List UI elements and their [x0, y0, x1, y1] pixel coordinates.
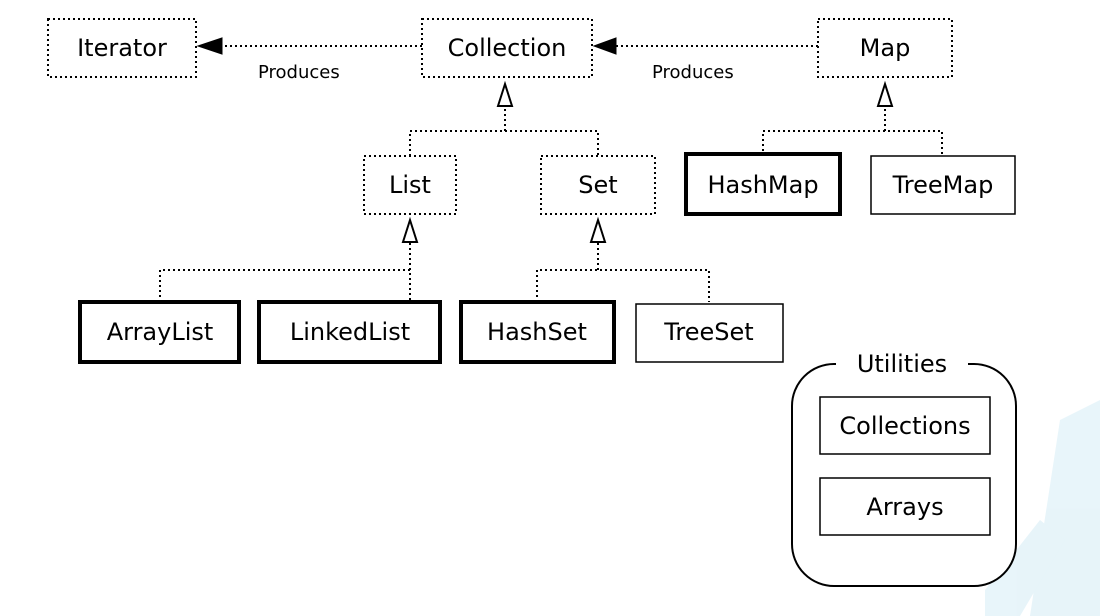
- linkedlist-label: LinkedList: [290, 318, 410, 346]
- map-inherit-arrow: [876, 80, 894, 107]
- iterator-label: Iterator: [77, 34, 167, 62]
- map-label: Map: [860, 34, 911, 62]
- list-node: List: [363, 155, 457, 215]
- utilities-group: Utilities Collections Arrays: [791, 350, 1017, 587]
- treemap-label: TreeMap: [892, 171, 994, 199]
- produces-label-iterator: Produces: [258, 62, 340, 83]
- iterator-node: Iterator: [47, 18, 197, 78]
- background-watermark: [985, 400, 1100, 616]
- collection-branch-line: [409, 130, 599, 156]
- set-label: Set: [578, 171, 617, 199]
- linkedlist-node: LinkedList: [257, 300, 442, 364]
- map-node: Map: [817, 18, 953, 78]
- utilities-title: Utilities: [857, 350, 947, 378]
- collections-label: Collections: [839, 412, 970, 440]
- connectors: [159, 37, 943, 302]
- collection-node: Collection: [421, 18, 593, 78]
- list-inherit-arrow: [401, 216, 419, 243]
- treeset-node: TreeSet: [635, 303, 784, 363]
- utilities-title-backdrop: [836, 350, 968, 376]
- treemap-node: TreeMap: [870, 155, 1016, 215]
- collection-label: Collection: [448, 34, 567, 62]
- hashset-node: HashSet: [459, 300, 616, 364]
- hashmap-label: HashMap: [707, 171, 818, 199]
- treeset-label: TreeSet: [663, 318, 753, 346]
- set-node: Set: [540, 155, 656, 215]
- list-label: List: [389, 171, 431, 199]
- hashmap-node: HashMap: [684, 152, 842, 216]
- arrays-label: Arrays: [866, 493, 943, 521]
- arraylist-node: ArrayList: [78, 300, 241, 364]
- list-branch-line: [159, 269, 411, 302]
- set-inherit-arrow: [589, 216, 607, 243]
- arrays-node: Arrays: [819, 477, 991, 536]
- set-branch-line: [536, 269, 710, 302]
- hashset-label: HashSet: [487, 318, 587, 346]
- map-branch-line: [762, 130, 943, 156]
- produces-arrow-iterator: [196, 37, 223, 55]
- produces-arrow-collection: [592, 37, 617, 55]
- collections-node: Collections: [819, 396, 991, 455]
- arraylist-label: ArrayList: [107, 318, 214, 346]
- produces-label-collection: Produces: [652, 62, 734, 83]
- collection-inherit-arrow: [496, 80, 514, 107]
